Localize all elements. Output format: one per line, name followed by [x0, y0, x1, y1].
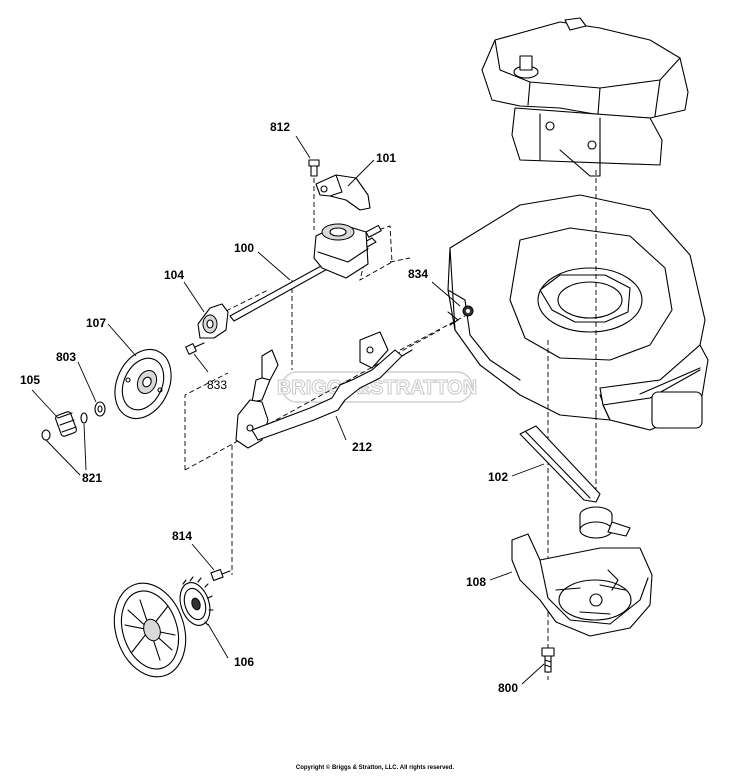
callout-labels: 812 101 100 104 834 107 803 833 105 212 … — [20, 120, 518, 695]
part-833-screw — [185, 342, 205, 355]
part-106-wheel — [113, 576, 214, 678]
callout-803: 803 — [56, 350, 76, 364]
callout-107: 107 — [86, 316, 106, 330]
watermark-text: BRIGGS&STRATTON — [277, 377, 477, 399]
part-102-belt — [519, 425, 601, 503]
briggs-stratton-watermark: BRIGGS&STRATTON — [276, 371, 478, 403]
part-803-washer — [94, 401, 106, 417]
callout-104: 104 — [164, 268, 184, 282]
copyright-notice: Copyright © Briggs & Stratton, LLC. All … — [295, 765, 455, 771]
callout-108: 108 — [466, 575, 486, 589]
callout-821: 821 — [82, 471, 102, 485]
part-100-transmission-axle — [229, 223, 382, 322]
callout-814: 814 — [172, 529, 192, 543]
callout-102: 102 — [488, 470, 508, 484]
leader-lines — [31, 135, 545, 685]
callout-100: 100 — [234, 241, 254, 255]
part-101-bracket — [315, 174, 371, 211]
callout-833: 833 — [207, 378, 227, 392]
part-105-pinion-gear — [41, 411, 88, 441]
callout-834: 834 — [408, 267, 428, 281]
part-212-height-adjuster — [235, 331, 413, 449]
callout-106: 106 — [234, 655, 254, 669]
callout-800: 800 — [498, 681, 518, 695]
part-800-bolt — [541, 647, 555, 673]
callout-105: 105 — [20, 373, 40, 387]
callout-101: 101 — [376, 151, 396, 165]
blade-pulley — [579, 506, 631, 539]
part-834-nut — [447, 305, 474, 326]
part-107-hubcap — [114, 349, 172, 419]
part-104-bearing — [197, 303, 229, 339]
mower-deck — [447, 194, 709, 431]
part-812-screw — [308, 159, 320, 177]
part-108-blade-housing — [511, 533, 653, 637]
callout-212: 212 — [352, 440, 372, 454]
part-814-screw — [210, 568, 231, 582]
callout-812: 812 — [270, 120, 290, 134]
engine — [481, 17, 689, 177]
